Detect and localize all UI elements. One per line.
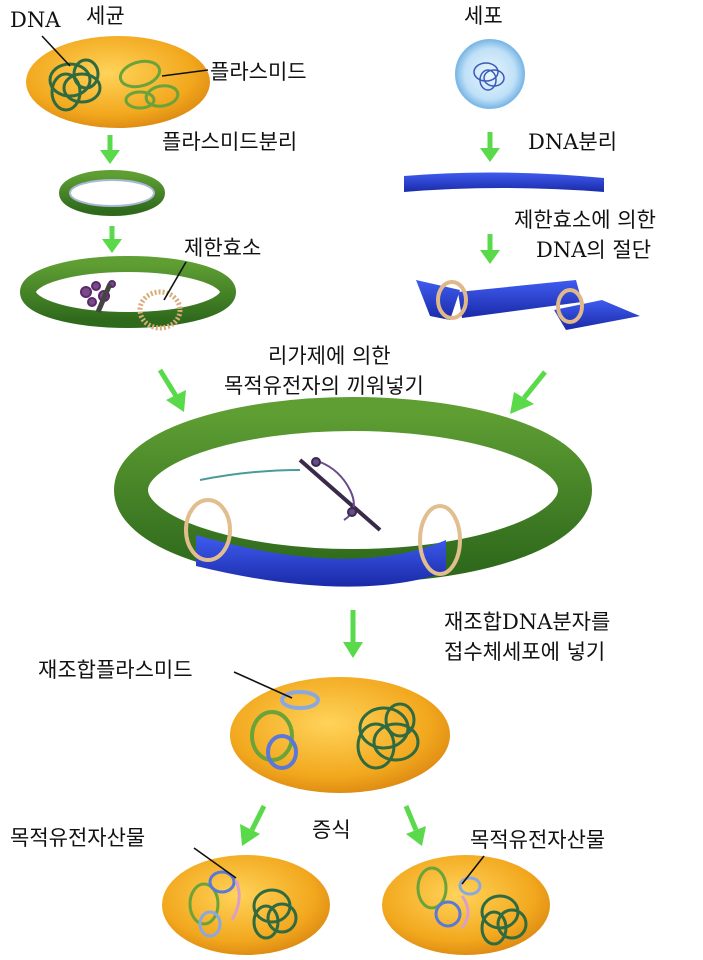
label-restriction-enzyme: 제한효소 (184, 236, 261, 261)
arrow-proliferation-left (240, 806, 264, 846)
animal-cell (456, 40, 524, 108)
arrow-diagonal-right (510, 372, 545, 414)
arrow-proliferation-right (406, 806, 426, 846)
label-dna-isolation: DNA분리 (528, 130, 617, 155)
label-insert-line2: 접수체세포에 넣기 (444, 640, 605, 665)
arrow-down-5 (343, 610, 363, 658)
label-ligase-line1: 리가제에 의한 (268, 344, 391, 369)
label-insert-line1: 재조합DNA분자를 (444, 610, 610, 635)
isolated-dna (404, 172, 604, 192)
recombinant-ring (131, 414, 575, 587)
label-plasmid-isolation: 플라스미드분리 (162, 130, 297, 155)
recombinant-bacterium (230, 677, 450, 793)
label-product-right: 목적유전자산물 (470, 828, 605, 853)
plasmid-cut (28, 264, 228, 328)
label-cell: 세포 (464, 4, 503, 29)
label-dna: DNA (10, 8, 60, 33)
daughter-bacterium-right (382, 855, 550, 955)
label-bacterium: 세균 (86, 4, 125, 29)
arrow-down-1 (100, 135, 120, 164)
label-ligase-line2: 목적유전자의 끼워넣기 (224, 374, 424, 399)
arrow-down-3 (480, 132, 500, 162)
label-plasmid: 플라스미드 (210, 60, 307, 85)
cut-dna-fragments (416, 280, 640, 330)
label-product-left: 목적유전자산물 (10, 826, 145, 851)
label-recombinant-plasmid: 재조합플라스미드 (34, 658, 197, 683)
arrow-down-2 (102, 226, 122, 253)
label-proliferation: 증식 (312, 818, 351, 843)
arrow-down-4 (480, 234, 500, 264)
bacterium-top (26, 36, 210, 128)
daughter-bacterium-left (162, 855, 330, 955)
arrow-diagonal-left (160, 370, 186, 412)
label-cut-line1: 제한효소에 의한 (514, 208, 656, 233)
label-cut-line2: DNA의 절단 (536, 238, 651, 263)
